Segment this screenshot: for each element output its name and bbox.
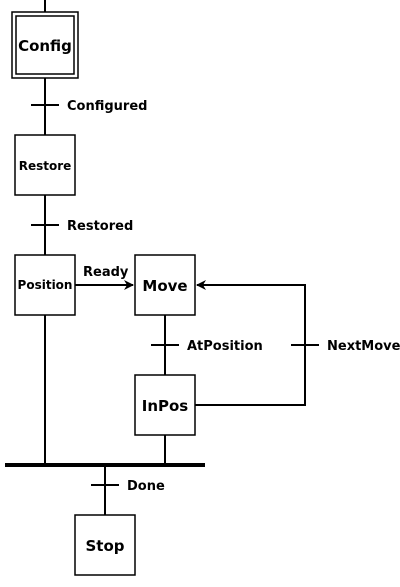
step-move-label: Move <box>142 277 187 295</box>
step-config: Config <box>11 11 79 79</box>
transition-next-move-label: NextMove <box>327 339 400 354</box>
step-position-label: Position <box>18 278 73 292</box>
step-inpos: InPos <box>134 374 196 436</box>
step-stop: Stop <box>74 514 136 576</box>
transition-at-position-label: AtPosition <box>187 339 263 354</box>
transition-configured-label: Configured <box>67 99 147 114</box>
step-restore: Restore <box>14 134 76 196</box>
step-stop-label: Stop <box>85 537 124 555</box>
step-position: Position <box>14 254 76 316</box>
step-config-label: Config <box>18 37 72 55</box>
step-inpos-label: InPos <box>142 397 189 415</box>
step-move: Move <box>134 254 196 316</box>
transition-restored-label: Restored <box>67 219 133 234</box>
transition-done-label: Done <box>127 479 165 494</box>
step-restore-label: Restore <box>19 159 72 173</box>
transition-ready-label: Ready <box>83 265 129 280</box>
